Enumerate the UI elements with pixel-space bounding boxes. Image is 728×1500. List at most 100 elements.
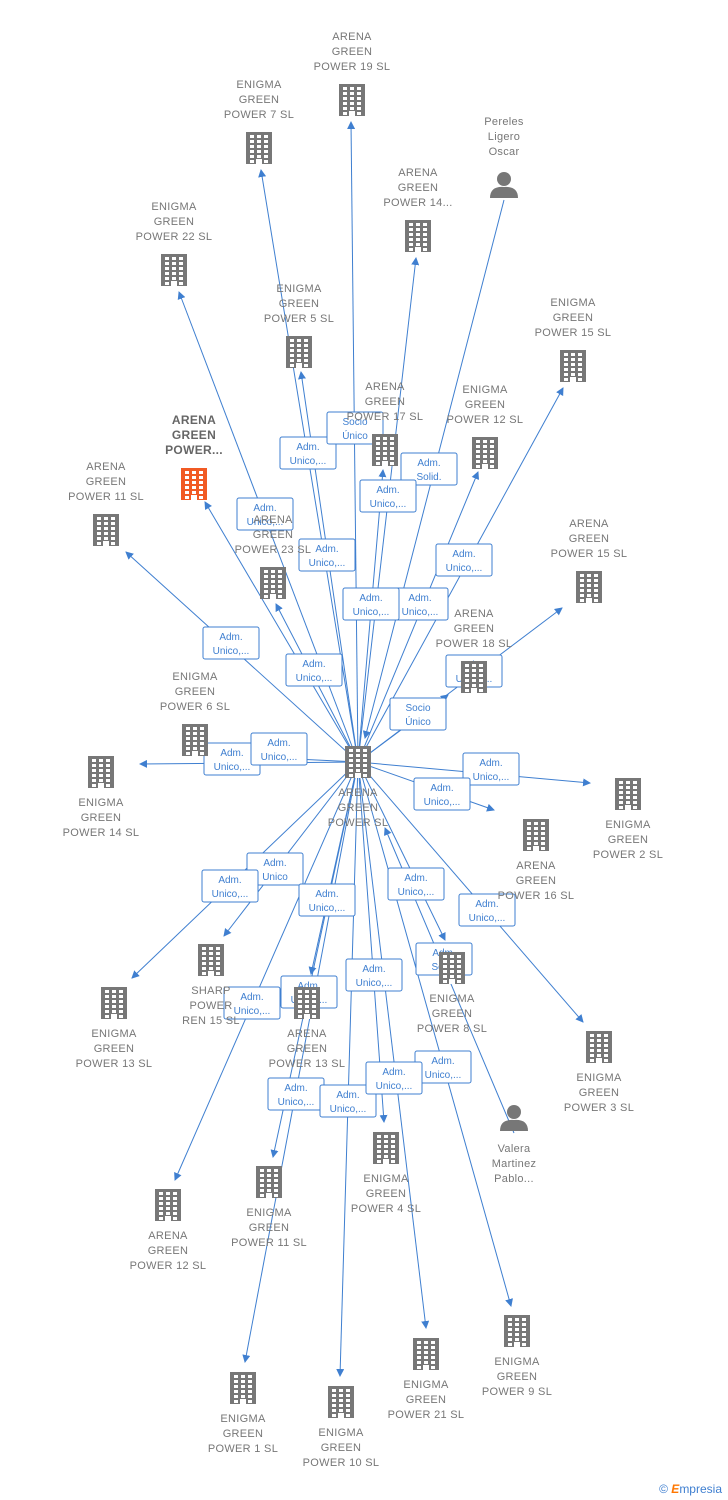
- node-label: ARENA: [398, 167, 438, 179]
- node-label: GREEN: [332, 46, 373, 58]
- node-label: ENIGMA: [576, 1072, 622, 1084]
- edge-label[interactable]: Adm.Unico,...: [223, 986, 281, 1020]
- edge-label-box: [365, 1061, 423, 1095]
- edge-label[interactable]: Adm.Unico,...: [387, 867, 445, 901]
- node-label: GREEN: [432, 1008, 473, 1020]
- edge-c-n26: [174, 761, 359, 1181]
- edge-label[interactable]: Adm.Unico,...: [359, 479, 417, 513]
- edge-label-text: Unico,...: [356, 978, 393, 989]
- node-label: GREEN: [172, 428, 216, 442]
- node-label: ENIGMA: [605, 819, 651, 831]
- edge-label-text: Adm.: [408, 593, 431, 604]
- building-icon: [93, 514, 119, 546]
- edge-label-box: [435, 543, 493, 577]
- edge-label-text: Adm.: [479, 758, 502, 769]
- edge-label[interactable]: Adm.Unico: [246, 852, 304, 886]
- edge-label[interactable]: Adm. Unico,...: [391, 587, 449, 621]
- edge-label-text: Unico,...: [402, 607, 439, 618]
- node-label: ENIGMA: [318, 1427, 364, 1439]
- node-label: GREEN: [366, 1188, 407, 1200]
- edge-label[interactable]: Adm.Unico,...: [267, 1077, 325, 1111]
- node-label: ENIGMA: [78, 797, 124, 809]
- edge-label-box: [326, 411, 384, 445]
- edge-label[interactable]: Adm.Unico,...: [201, 869, 259, 903]
- edge-label-box: [236, 497, 294, 531]
- node-label: POWER 14...: [383, 197, 452, 209]
- edge-label-box: [223, 986, 281, 1020]
- building-icon: [294, 987, 320, 1019]
- edge-label-box: [246, 852, 304, 886]
- building-icon: [523, 819, 549, 851]
- edge-label[interactable]: Adm.Unico,...: [458, 893, 516, 927]
- node-label: POWER 22 SL: [136, 231, 213, 243]
- edge-label[interactable]: Adm.Unico,...: [236, 497, 294, 531]
- node-n25[interactable]: ValeraMartinezPablo...: [492, 1105, 537, 1185]
- edge-label[interactable]: Adm.Unico,...: [435, 543, 493, 577]
- edge-label-box: [201, 869, 259, 903]
- building-icon: [372, 434, 398, 466]
- edge-label-text: Adm.: [315, 889, 338, 900]
- edge-label[interactable]: Adm.Unico,...: [298, 538, 356, 572]
- node-label: POWER 15 SL: [551, 548, 628, 560]
- edge-label-text: Adm.: [452, 549, 475, 560]
- building-icon: [345, 746, 371, 778]
- edge-label[interactable]: Adm.Unico,...: [319, 1084, 377, 1118]
- node-label: REN 15 SL: [182, 1015, 240, 1027]
- edge-label[interactable]: Adm.Unico,...: [342, 587, 400, 621]
- edge-label-text: Adm.: [219, 632, 242, 643]
- edge-label[interactable]: Adm. Unico,...: [202, 626, 260, 660]
- edge-label[interactable]: Adm.Unico,...: [298, 883, 356, 917]
- edge-label-text: Unico,...: [213, 646, 250, 657]
- node-label: Oscar: [489, 146, 520, 158]
- edge-label-text: Adm.: [475, 899, 498, 910]
- node-label: GREEN: [569, 533, 610, 545]
- edge-label[interactable]: Adm.Unico,...: [279, 436, 337, 470]
- building-icon: [246, 132, 272, 164]
- node-label: GREEN: [253, 529, 294, 541]
- edge-label[interactable]: Adm. Unico,...: [345, 958, 403, 992]
- node-n10[interactable]: ARENAGREENPOWER...: [165, 413, 223, 500]
- edge-label-text: Adm.: [302, 659, 325, 670]
- edge-label[interactable]: Adm.Unico,...: [414, 1050, 472, 1084]
- edge-label[interactable]: Adm.Unico,...: [462, 752, 520, 786]
- edge-label-text: Adm.: [362, 964, 385, 975]
- edge-label[interactable]: Adm.Solid.: [400, 452, 458, 486]
- edge-label[interactable]: Adm.Unico,...: [413, 777, 471, 811]
- edge-label[interactable]: Adm.Unico,...: [365, 1061, 423, 1095]
- edge-label[interactable]: Adm.Unico,...: [250, 732, 308, 766]
- edge-label[interactable]: Adm.Unico,...: [285, 653, 343, 687]
- node-label: ENIGMA: [494, 1356, 540, 1368]
